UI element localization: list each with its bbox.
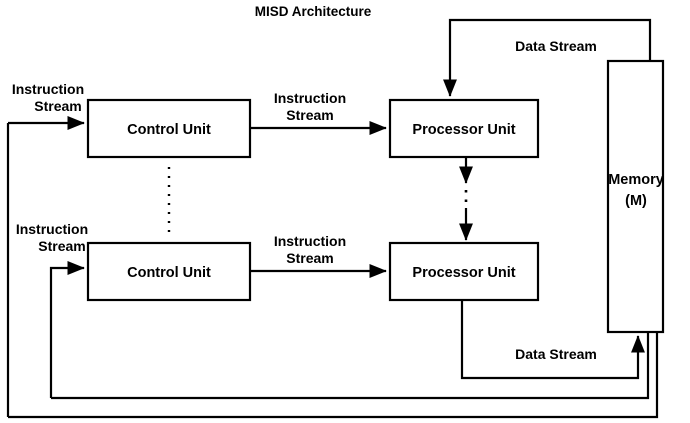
instruction-stream-in-bottom-line1: Instruction bbox=[16, 221, 88, 237]
processor-unit-top-box[interactable] bbox=[388, 98, 540, 159]
instruction-stream-mid-bottom-line2: Stream bbox=[286, 250, 333, 266]
instruction-stream-in-top-line2: Stream bbox=[34, 98, 81, 114]
control-unit-bottom-label: Control Unit bbox=[127, 265, 211, 281]
data-stream-top-path bbox=[442, 18, 652, 97]
processor-unit-bottom-label: Processor Unit bbox=[412, 265, 515, 281]
control-unit-bottom-box[interactable] bbox=[86, 241, 252, 302]
processor-unit-bottom-box[interactable] bbox=[388, 241, 540, 302]
instruction-stream-mid-top-line1: Instruction bbox=[274, 90, 346, 106]
instruction-stream-mid-top-line2: Stream bbox=[286, 107, 333, 123]
data-stream-bottom-label: Data Stream bbox=[515, 346, 597, 362]
instruction-stream-in-bottom-line2: Stream bbox=[38, 238, 85, 254]
memory-box[interactable] bbox=[606, 59, 665, 334]
memory-to-top-control-feedback bbox=[8, 332, 659, 419]
control-unit-top-box[interactable] bbox=[86, 98, 252, 159]
page-title: MISD Architecture bbox=[255, 4, 372, 19]
control-unit-top-label: Control Unit bbox=[127, 122, 211, 138]
data-stream-top-label: Data Stream bbox=[515, 38, 597, 54]
instruction-stream-mid-bottom-line1: Instruction bbox=[274, 233, 346, 249]
memory-label-line1: Memory bbox=[608, 172, 664, 188]
memory-label-line2: (M) bbox=[625, 193, 647, 209]
instruction-stream-in-top-line1: Instruction bbox=[12, 81, 84, 97]
memory-to-bottom-control-feedback bbox=[51, 332, 650, 400]
inner-feedback-to-bottom-control bbox=[49, 260, 85, 398]
processor-unit-top-label: Processor Unit bbox=[412, 122, 515, 138]
data-stream-bottom-path bbox=[460, 300, 646, 380]
